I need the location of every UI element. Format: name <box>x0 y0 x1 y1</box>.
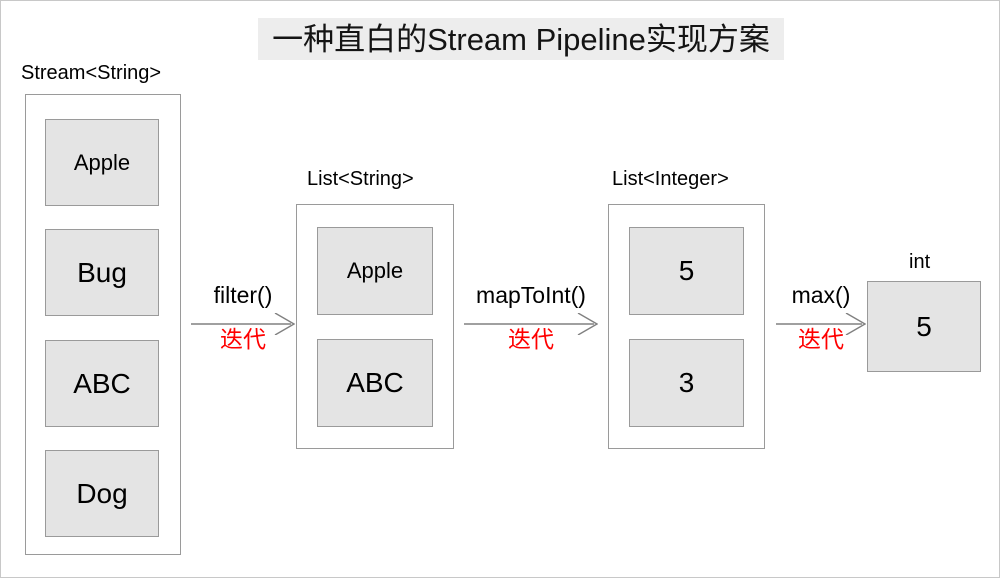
list-string-item-box: ABC <box>317 339 433 427</box>
stage-label-list-integer: List<Integer> <box>612 168 729 190</box>
list-string-item-box: Apple <box>317 227 433 315</box>
arrow-filter: filter() 迭代 <box>191 284 295 364</box>
stream-item-box: Dog <box>45 450 159 537</box>
arrow-operation-label: max() <box>791 282 851 308</box>
list-integer-item-box: 3 <box>629 339 744 427</box>
arrow-operation-label: filter() <box>213 282 273 308</box>
int-result-box: 5 <box>867 281 981 372</box>
page-title: 一种直白的Stream Pipeline实现方案 <box>258 18 784 60</box>
stage-label-int: int <box>909 251 931 273</box>
arrow-note-label: 迭代 <box>508 326 554 352</box>
stream-item-box: Apple <box>45 119 159 206</box>
arrow-maptoint: mapToInt() 迭代 <box>464 284 598 364</box>
stage-label-stream: Stream<String> <box>21 62 162 84</box>
arrow-note-label: 迭代 <box>798 326 844 352</box>
arrow-note-label: 迭代 <box>220 326 266 352</box>
arrow-line-icon <box>776 313 866 335</box>
list-integer-item-box: 5 <box>629 227 744 315</box>
arrow-operation-label: mapToInt() <box>476 282 586 308</box>
arrow-line-icon <box>464 313 598 335</box>
arrow-line-icon <box>191 313 295 335</box>
stage-label-list-string: List<String> <box>307 168 414 190</box>
arrow-max: max() 迭代 <box>776 284 866 364</box>
stream-item-box: Bug <box>45 229 159 316</box>
stream-item-box: ABC <box>45 340 159 427</box>
